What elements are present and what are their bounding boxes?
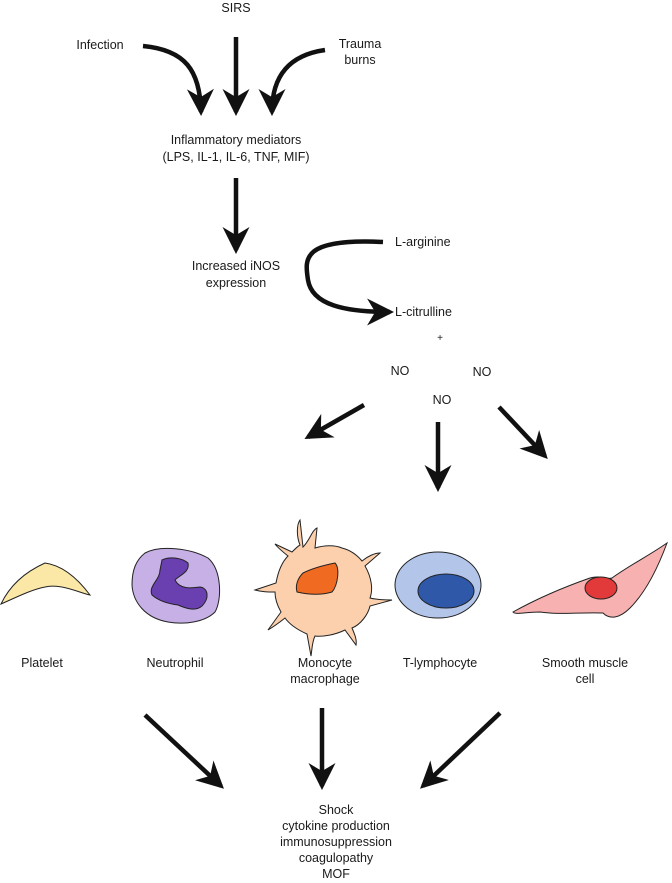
platelet-label: Platelet bbox=[21, 656, 63, 670]
platelet-icon bbox=[0, 562, 92, 605]
outcome-shock: Shock bbox=[318, 803, 354, 817]
mediators-label-line2: (LPS, IL-1, IL-6, TNF, MIF) bbox=[162, 150, 310, 164]
sirs-label: SIRS bbox=[221, 1, 251, 15]
outcome-mof: MOF bbox=[322, 867, 350, 881]
smooth-muscle-label-line2: cell bbox=[575, 672, 595, 686]
no-label-center: NO bbox=[432, 393, 452, 407]
smooth-muscle-cell-icon bbox=[512, 541, 669, 618]
t-lymphocyte-label: T-lymphocyte bbox=[402, 656, 478, 670]
arrow-infection-curve bbox=[142, 43, 214, 117]
arrow-platelet-neutrophil-to-outcome bbox=[143, 713, 224, 789]
arrow-no-right bbox=[497, 405, 548, 459]
arrow-no-left bbox=[304, 403, 366, 440]
mediators-label-line1: Inflammatory mediators bbox=[170, 133, 302, 147]
monocyte-macrophage-icon bbox=[253, 518, 393, 657]
trauma-label-line2: burns bbox=[344, 53, 376, 67]
trauma-label-line1: Trauma bbox=[338, 37, 382, 51]
no-label-left: NO bbox=[390, 364, 410, 378]
inos-label-line1: Increased iNOS bbox=[191, 259, 281, 273]
neutrophil-label: Neutrophil bbox=[146, 656, 204, 670]
outcome-coagulopathy: coagulopathy bbox=[298, 851, 374, 865]
no-label-right: NO bbox=[472, 365, 492, 379]
inos-label-line2: expression bbox=[205, 276, 267, 290]
neutrophil-icon bbox=[131, 548, 221, 624]
arrow-arginine-to-citrulline bbox=[304, 239, 395, 326]
l-arginine-label: L-arginine bbox=[395, 235, 451, 249]
arrow-trauma-curve bbox=[258, 47, 326, 117]
infection-label: Infection bbox=[76, 38, 124, 52]
outcome-cytokine-production: cytokine production bbox=[282, 819, 390, 833]
arrow-smoothmuscle-to-outcome bbox=[420, 711, 502, 789]
t-lymphocyte-icon bbox=[394, 551, 482, 619]
outcome-immunosuppression: immunosuppression bbox=[280, 835, 392, 849]
plus-sign: + bbox=[437, 333, 443, 344]
l-citrulline-label: L-citrulline bbox=[395, 305, 452, 319]
smooth-muscle-label-line1: Smooth muscle bbox=[541, 656, 629, 670]
monocyte-label-line1: Monocyte bbox=[297, 656, 353, 670]
monocyte-label-line2: macrophage bbox=[290, 672, 360, 686]
